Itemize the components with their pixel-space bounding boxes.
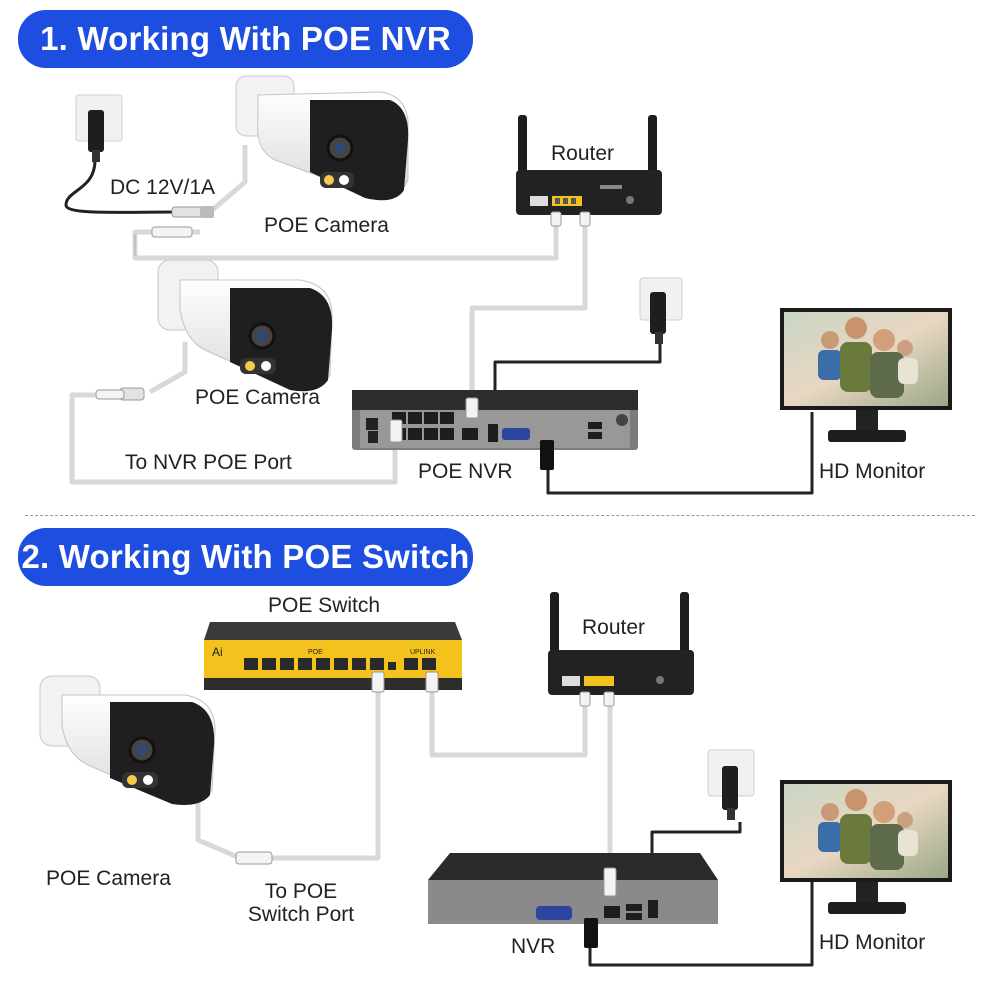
camera-label-s2: POE Camera [46,867,171,890]
dc-connector-mid [95,387,145,401]
section-divider [25,515,975,516]
router-s1-graphic [516,115,662,227]
section-1-title: 1. Working With POE NVR [18,10,473,68]
router-label-s2: Router [582,616,646,639]
monitor-s1-graphic [780,308,952,442]
monitor-s2-graphic [780,780,952,914]
router-label-s1: Router [551,142,615,165]
switch-brand-text: Ai [212,645,223,659]
camera-top-label: POE Camera [264,214,389,237]
switch-uplink-text: UPLINK [410,649,436,656]
poe-nvr-label: POE NVR [418,460,513,483]
camera-mid-label: POE Camera [195,386,320,409]
ethernet-cables-s2 [195,690,613,870]
wall-outlet-s1-nvr [639,277,683,344]
rj45-connector-s1 [151,226,193,238]
rj45-connector-s2 [235,851,273,865]
monitor-label-s1: HD Monitor [819,460,926,483]
camera-top-graphic [235,75,409,201]
section-2-title: 2. Working With POE Switch [18,528,473,586]
power-label: DC 12V/1A [110,176,216,199]
camera-mid-graphic [157,259,333,392]
nvr-port-label: To NVR POE Port [125,451,292,474]
poe-switch-graphic [204,622,462,693]
nvr-label-s2: NVR [511,935,556,958]
wall-outlet-s2 [707,749,755,820]
dc-connector-s1 [171,206,214,218]
nvr-s2-graphic [428,853,718,948]
switch-port-label: To POE Switch Port [230,880,372,926]
poe-nvr-graphic [352,390,638,470]
switch-poe-text: POE [308,649,323,656]
wall-outlet-s1 [75,94,123,162]
camera-s2-graphic [39,675,216,805]
poe-switch-label: POE Switch [268,594,381,617]
monitor-label-s2: HD Monitor [819,931,926,954]
switch-port-label-line1: To POE [264,880,338,903]
router-s2-graphic [548,592,694,707]
switch-port-label-line2: Switch Port [247,903,355,926]
